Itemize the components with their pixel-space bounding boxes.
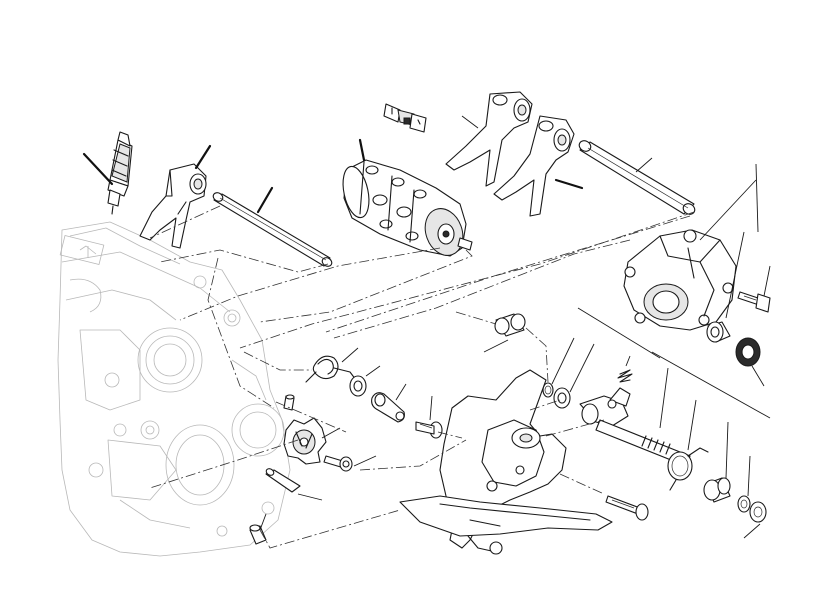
shaft-collar [703, 477, 731, 503]
cover-bracket [755, 163, 759, 233]
cover-bolt [737, 291, 771, 313]
detent-spring [617, 369, 633, 383]
star-bolt-leader [353, 455, 377, 467]
shaft-bracket-upper [577, 307, 661, 359]
drum-leader [358, 138, 366, 162]
shaft-spring-leader [687, 399, 697, 451]
return-spring [305, 355, 357, 383]
oil-seal [735, 337, 761, 367]
shift-shaft [579, 387, 691, 467]
shaft-spring [667, 447, 709, 491]
connector [383, 103, 427, 133]
rod-right-leader [635, 157, 653, 173]
lever-screw [415, 421, 443, 439]
bushing [706, 321, 731, 343]
circlip-leader [551, 337, 575, 385]
shift-rod-left [212, 192, 333, 267]
lever-leader [395, 383, 407, 401]
circlip-r-leader [747, 455, 751, 497]
star-wheel-bolt [323, 455, 353, 472]
screw-leader [429, 395, 433, 421]
assembly-lines [149, 205, 695, 549]
washer [349, 375, 367, 397]
star-leader [321, 427, 341, 439]
dowel-leader [297, 493, 323, 501]
star-wheel [283, 417, 327, 465]
collar-leader [725, 421, 729, 479]
spacer-bush [494, 313, 526, 337]
shift-pedal [399, 369, 613, 555]
spacer-leader [483, 339, 509, 353]
shaft-leader [659, 367, 669, 429]
fork-right-leader [554, 178, 584, 190]
indexing-lever [371, 392, 405, 423]
pin [283, 394, 295, 411]
seal-leader [751, 365, 765, 387]
shift-fork-right [493, 115, 575, 217]
bushing-leader [725, 231, 745, 319]
shift-rod-right [578, 140, 696, 215]
cover-leader [699, 179, 757, 241]
shaft-bracket-lower [651, 351, 771, 419]
shaft-circlip [737, 495, 767, 523]
sensor-leader [82, 152, 114, 186]
shim-leader [569, 343, 595, 393]
shift-fork-left [139, 163, 207, 249]
spring-leader [341, 347, 359, 363]
bush-leader [259, 513, 267, 531]
shim [553, 387, 571, 409]
sensor [107, 131, 133, 215]
fork-middle-leader [461, 115, 479, 129]
rod-left-leader [256, 186, 274, 214]
washer-leader [365, 365, 381, 377]
circlip-r2-leader [743, 523, 761, 539]
cover-housing [623, 229, 737, 331]
fork-left-leader [194, 144, 212, 170]
detent-leader [625, 355, 631, 367]
bolt-leader [763, 265, 771, 297]
dowel-pin [265, 468, 301, 493]
selector-drum [342, 159, 473, 257]
crankcase-half [57, 221, 291, 557]
shift-fork-middle [445, 91, 533, 187]
pedal-bolt [605, 495, 649, 521]
locating-bush [249, 524, 267, 545]
circlip [542, 382, 554, 398]
